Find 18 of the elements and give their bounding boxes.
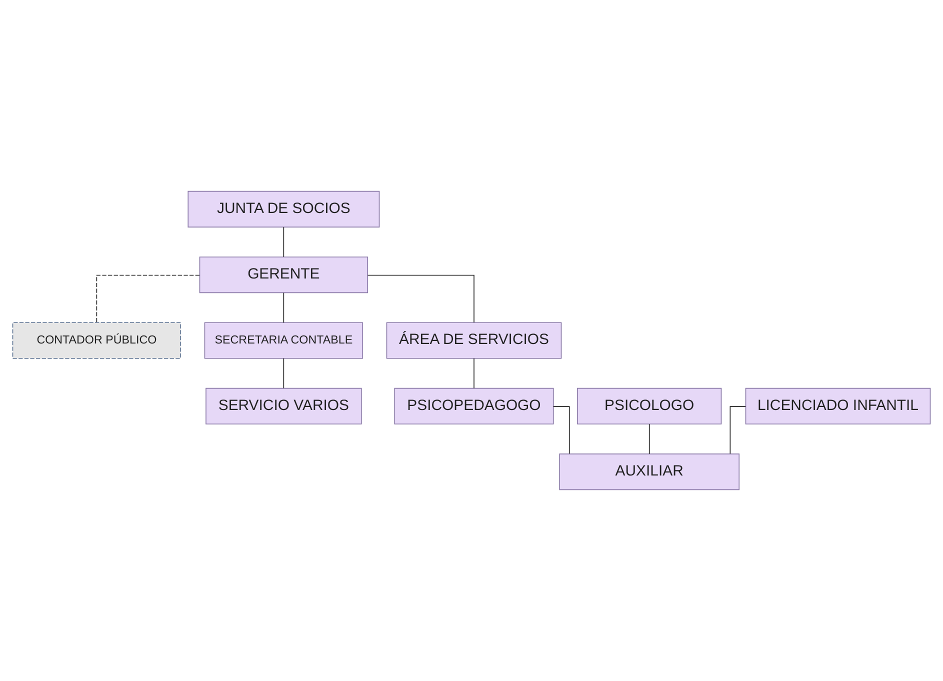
node-box: SECRETARIA CONTABLE — [204, 322, 364, 359]
connector — [648, 424, 650, 454]
node-box: PSICOPEDAGOGO — [394, 388, 554, 424]
node-box: GERENTE — [199, 256, 368, 294]
connector — [367, 274, 474, 323]
node-box: SERVICIO VARIOS — [206, 388, 362, 424]
connector — [730, 406, 746, 454]
node-box: AUXILIAR — [559, 454, 740, 490]
connector — [283, 226, 284, 258]
connector — [283, 292, 284, 323]
connector — [96, 274, 200, 323]
node-box: PSICOLOGO — [577, 388, 722, 424]
node-box: CONTADOR PÚBLICO — [12, 322, 182, 359]
connector — [283, 358, 284, 389]
node-box: LICENCIADO INFANTIL — [745, 388, 931, 424]
node-box: ÁREA DE SERVICIOS — [386, 322, 562, 359]
node-box: JUNTA DE SOCIOS — [188, 190, 380, 228]
connector — [552, 406, 570, 454]
